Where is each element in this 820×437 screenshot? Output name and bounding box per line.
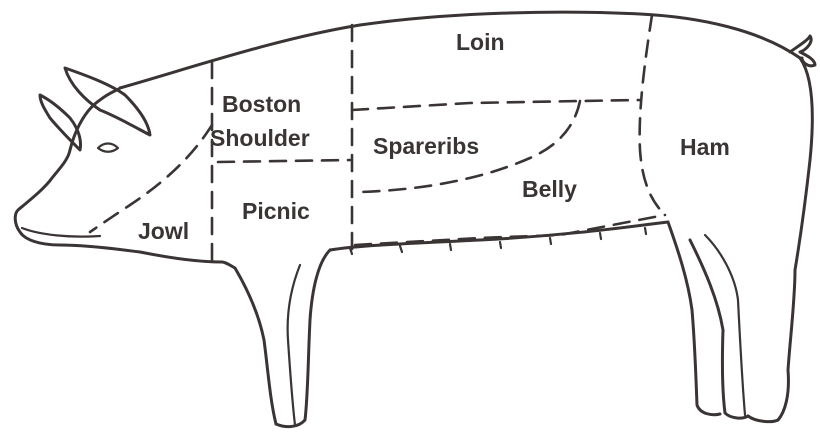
cut-line-ham <box>640 15 665 215</box>
pig-chest-outline <box>60 245 222 262</box>
pig-back-ear <box>40 95 81 150</box>
label-picnic: Picnic <box>242 198 310 224</box>
pig-mouth <box>22 228 100 237</box>
pig-fore-leg-front <box>222 262 276 424</box>
label-boston-shoulder-line1: Boston <box>222 91 301 117</box>
label-loin: Loin <box>456 29 505 55</box>
label-belly: Belly <box>522 176 577 202</box>
pig-forehead-outline <box>70 88 120 150</box>
pig-fore-leg-back <box>276 250 330 427</box>
cut-line-shoulder-bottom <box>218 160 350 162</box>
cut-line-loin-bottom <box>352 100 640 110</box>
pig-belly-texture <box>350 228 646 254</box>
pig-eye <box>98 144 118 152</box>
pig-hind-leg-inner <box>705 235 745 415</box>
label-jowl: Jowl <box>138 218 189 244</box>
cut-labels: Loin Boston Shoulder Spareribs Ham Belly… <box>138 29 730 244</box>
label-ham: Ham <box>680 134 730 160</box>
pig-outline <box>15 12 815 426</box>
pig-snout-outline <box>15 150 70 245</box>
cut-line-jowl <box>90 125 212 232</box>
pig-tail <box>790 36 815 66</box>
pig-rump-outline <box>778 58 812 420</box>
label-spareribs: Spareribs <box>373 133 479 159</box>
cut-line-belly-bottom <box>355 215 665 245</box>
pig-fore-leg-inner <box>288 265 300 425</box>
label-boston-shoulder-line2: Shoulder <box>210 125 310 151</box>
pig-hind-foot <box>690 240 778 422</box>
